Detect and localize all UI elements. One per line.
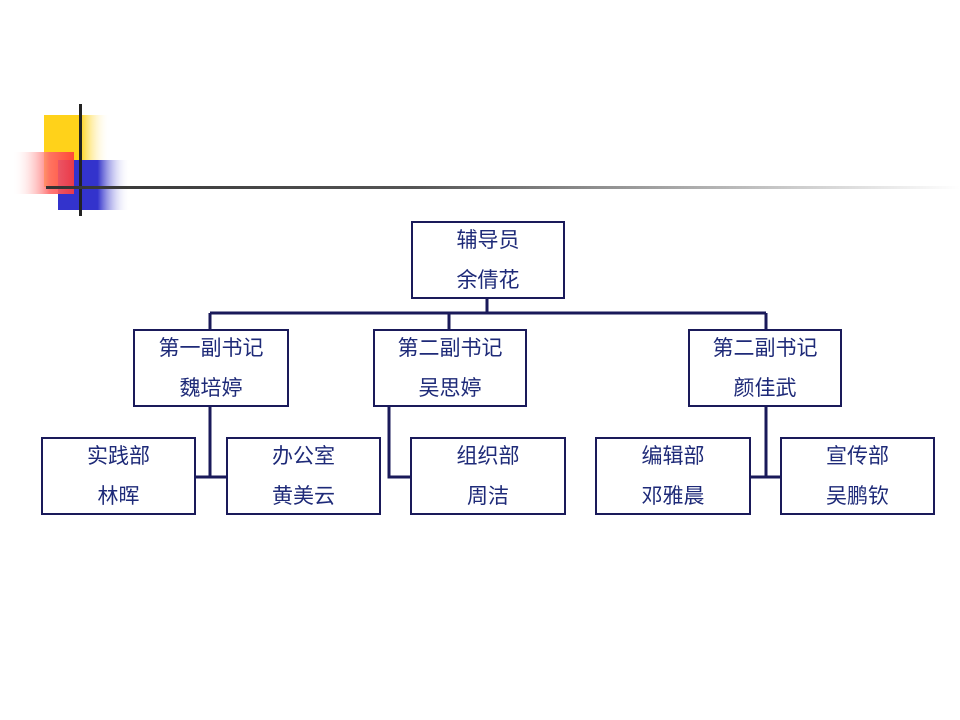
org-node-practice-dept: 实践部 林晖 xyxy=(41,437,196,515)
node-name: 颜佳武 xyxy=(733,376,797,400)
node-title: 第二副书记 xyxy=(397,336,503,360)
org-node-first-deputy-secretary: 第一副书记 魏培婷 xyxy=(133,329,289,407)
node-name: 余倩花 xyxy=(456,268,520,292)
node-title: 第二副书记 xyxy=(712,336,818,360)
node-title: 辅导员 xyxy=(456,228,520,252)
node-name: 邓雅晨 xyxy=(641,484,705,508)
node-title: 实践部 xyxy=(87,444,150,468)
node-name: 林晖 xyxy=(97,484,140,508)
connector-sec2-dept xyxy=(387,406,411,479)
header-decoration xyxy=(12,104,960,216)
org-node-office: 办公室 黄美云 xyxy=(226,437,381,515)
org-node-organization-dept: 组织部 周洁 xyxy=(410,437,566,515)
deco-vertical-line xyxy=(79,104,82,216)
org-node-editorial-dept: 编辑部 邓雅晨 xyxy=(595,437,751,515)
node-title: 编辑部 xyxy=(641,444,705,468)
org-node-second-deputy-secretary-a: 第二副书记 吴思婷 xyxy=(373,329,527,407)
node-title: 第一副书记 xyxy=(158,336,264,360)
node-title: 组织部 xyxy=(456,444,520,468)
org-node-root: 辅导员 余倩花 xyxy=(411,221,565,299)
org-node-second-deputy-secretary-b: 第二副书记 颜佳武 xyxy=(688,329,842,407)
node-name: 周洁 xyxy=(467,484,509,508)
node-title: 办公室 xyxy=(272,444,335,468)
node-name: 黄美云 xyxy=(272,484,335,508)
deco-horizontal-line xyxy=(46,186,960,189)
org-node-publicity-dept: 宣传部 吴鹏钦 xyxy=(780,437,935,515)
node-name: 吴思婷 xyxy=(418,376,482,400)
node-name: 吴鹏钦 xyxy=(826,484,889,508)
node-title: 宣传部 xyxy=(826,444,889,468)
node-name: 魏培婷 xyxy=(179,376,243,400)
